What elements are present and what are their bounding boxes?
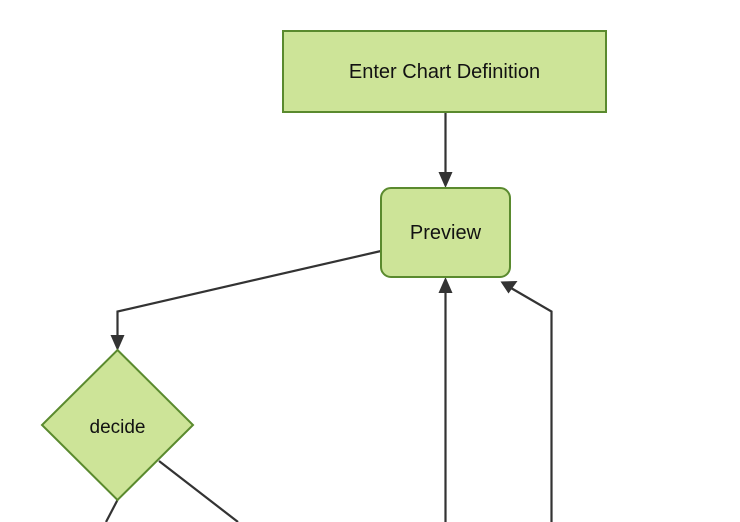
edge-decide-bottom-left <box>105 499 119 522</box>
edge-bottom-center-to-preview <box>438 277 453 522</box>
edge-decide-bottom-right <box>158 460 239 522</box>
arrowhead-icon <box>500 281 518 294</box>
edge-line <box>105 499 119 522</box>
node-shape-rectangle <box>282 30 607 113</box>
node-shape-diamond <box>40 348 195 502</box>
arrowhead-icon <box>438 172 453 188</box>
edge-line <box>116 249 382 339</box>
edge-enter-to-preview <box>438 112 453 188</box>
node-decide[interactable]: decide <box>40 348 195 502</box>
node-shape-rounded-rectangle <box>380 187 511 278</box>
node-preview[interactable]: Preview <box>380 187 511 278</box>
edge-line <box>158 460 239 522</box>
edge-bottom-right-to-preview <box>500 281 553 522</box>
arrowhead-icon <box>438 277 453 293</box>
arrowhead-icon <box>110 335 125 351</box>
edge-preview-to-decide <box>110 249 382 351</box>
edge-line <box>510 287 553 522</box>
node-enter-chart-definition[interactable]: Enter Chart Definition <box>282 30 607 113</box>
